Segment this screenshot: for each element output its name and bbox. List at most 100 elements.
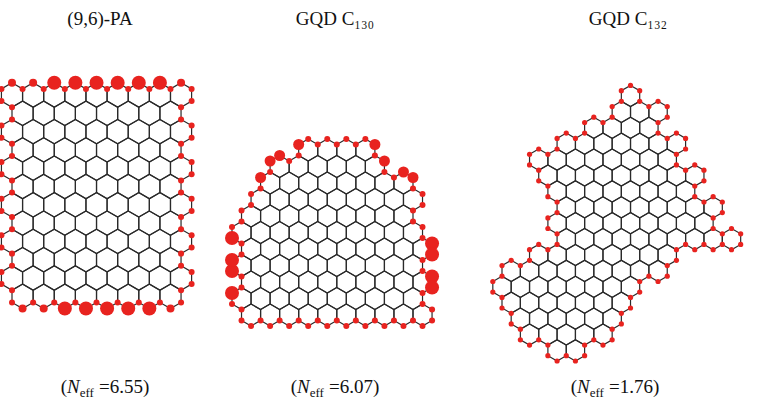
edge-state-dot bbox=[637, 99, 642, 104]
edge-state-dot bbox=[499, 295, 504, 300]
edge-state-dot bbox=[637, 88, 642, 93]
edge-state-dot bbox=[564, 131, 569, 136]
edge-state-dot bbox=[711, 226, 716, 231]
edge-state-dot bbox=[189, 171, 195, 177]
edge-state-dot bbox=[372, 318, 378, 324]
carbon-ring bbox=[413, 304, 432, 326]
edge-state-dot bbox=[674, 152, 679, 157]
edge-state-dot bbox=[420, 235, 426, 241]
structure-title: (9,6)-PA bbox=[67, 8, 132, 30]
edge-state-dot bbox=[0, 232, 4, 238]
edge-state-dot bbox=[166, 305, 174, 313]
edge-state-dot bbox=[490, 279, 495, 284]
edge-state-dot bbox=[518, 327, 523, 332]
edge-state-dot bbox=[564, 353, 569, 358]
edge-state-dot bbox=[178, 287, 184, 293]
edge-state-dot bbox=[420, 257, 426, 263]
edge-state-dot bbox=[239, 285, 245, 291]
edge-state-dot bbox=[674, 162, 679, 167]
edge-state-dot bbox=[554, 136, 559, 141]
edge-state-dot bbox=[398, 167, 409, 178]
edge-state-dot bbox=[545, 194, 550, 199]
carbon-ring bbox=[686, 229, 704, 250]
edge-state-dot bbox=[0, 208, 4, 214]
neff-value: (Neff=1.76) bbox=[571, 376, 660, 401]
edge-state-dot bbox=[41, 86, 47, 92]
edge-state-dot bbox=[610, 104, 615, 109]
edge-state-dot bbox=[692, 162, 697, 167]
edge-state-dot bbox=[429, 318, 435, 324]
edge-state-dot bbox=[267, 323, 273, 329]
edge-state-dot bbox=[255, 172, 266, 183]
edge-state-dot bbox=[267, 169, 273, 175]
edge-state-dot bbox=[189, 245, 195, 251]
edge-state-dot bbox=[178, 190, 184, 196]
edge-state-dot bbox=[509, 321, 514, 326]
label-text: =6.55) bbox=[99, 376, 149, 397]
carbon-ring bbox=[318, 304, 337, 326]
edge-state-dot bbox=[536, 337, 541, 342]
edge-state-dot bbox=[189, 98, 195, 104]
edge-state-dot bbox=[674, 131, 679, 136]
label-text: eff bbox=[80, 385, 94, 400]
edge-state-dot bbox=[353, 142, 359, 148]
label-text: GQD C₁₃₂ bbox=[589, 8, 667, 29]
edge-state-dot bbox=[582, 343, 587, 348]
label-text: eff bbox=[310, 385, 324, 400]
edge-state-dot bbox=[536, 242, 541, 247]
edge-state-dot bbox=[665, 274, 670, 279]
edge-state-dot bbox=[72, 299, 78, 305]
edge-state-dot bbox=[19, 305, 27, 313]
edge-state-dot bbox=[0, 245, 4, 251]
label-text: ( bbox=[61, 376, 67, 397]
edge-state-dot bbox=[499, 305, 504, 310]
edge-state-dot bbox=[9, 251, 15, 257]
edge-state-dot bbox=[527, 258, 532, 263]
edge-state-dot bbox=[591, 337, 596, 342]
edge-state-dot bbox=[545, 247, 550, 252]
edge-state-dot bbox=[410, 186, 416, 192]
edge-state-dot bbox=[655, 120, 660, 125]
edge-state-dot bbox=[51, 299, 57, 305]
edge-state-dot bbox=[637, 290, 642, 295]
edge-state-dot bbox=[79, 302, 93, 316]
edge-state-dot bbox=[178, 177, 184, 183]
edge-state-dot bbox=[104, 86, 110, 92]
edge-state-dot bbox=[296, 153, 302, 159]
label-text: N bbox=[297, 376, 310, 397]
edge-state-dot bbox=[665, 104, 670, 109]
edge-state-dot bbox=[277, 318, 283, 324]
edge-state-dot bbox=[410, 318, 416, 324]
edge-state-dot bbox=[655, 99, 660, 104]
edge-state-dot bbox=[142, 302, 156, 316]
carbon-ring bbox=[394, 304, 413, 326]
edge-state-dot bbox=[258, 318, 264, 324]
edge-state-dot bbox=[545, 353, 550, 358]
edge-state-dot bbox=[0, 269, 4, 275]
edge-state-dot bbox=[9, 104, 15, 110]
edge-state-dot bbox=[628, 83, 633, 88]
edge-state-dot bbox=[637, 279, 642, 284]
edge-state-dot bbox=[381, 169, 387, 175]
edge-state-dot bbox=[83, 86, 89, 92]
edge-state-dot bbox=[518, 337, 523, 342]
edge-state-dot bbox=[189, 159, 195, 165]
edge-state-dot bbox=[490, 290, 495, 295]
edge-state-dot bbox=[655, 279, 660, 284]
edge-state-dot bbox=[582, 120, 587, 125]
edge-state-dot bbox=[62, 86, 68, 92]
edge-state-dot bbox=[167, 86, 173, 92]
edge-state-dot bbox=[296, 318, 302, 324]
edge-state-dot bbox=[8, 79, 16, 87]
edge-state-dot bbox=[286, 323, 292, 329]
edge-state-dot bbox=[610, 327, 615, 332]
edge-state-dot bbox=[229, 224, 235, 230]
edge-state-dot bbox=[610, 115, 615, 120]
edge-state-dot bbox=[334, 142, 340, 148]
edge-state-dot bbox=[729, 226, 734, 231]
edge-state-dot bbox=[136, 299, 142, 305]
edge-state-dot bbox=[189, 269, 195, 275]
edge-state-dot bbox=[239, 274, 245, 280]
edge-state-dot bbox=[410, 219, 416, 225]
